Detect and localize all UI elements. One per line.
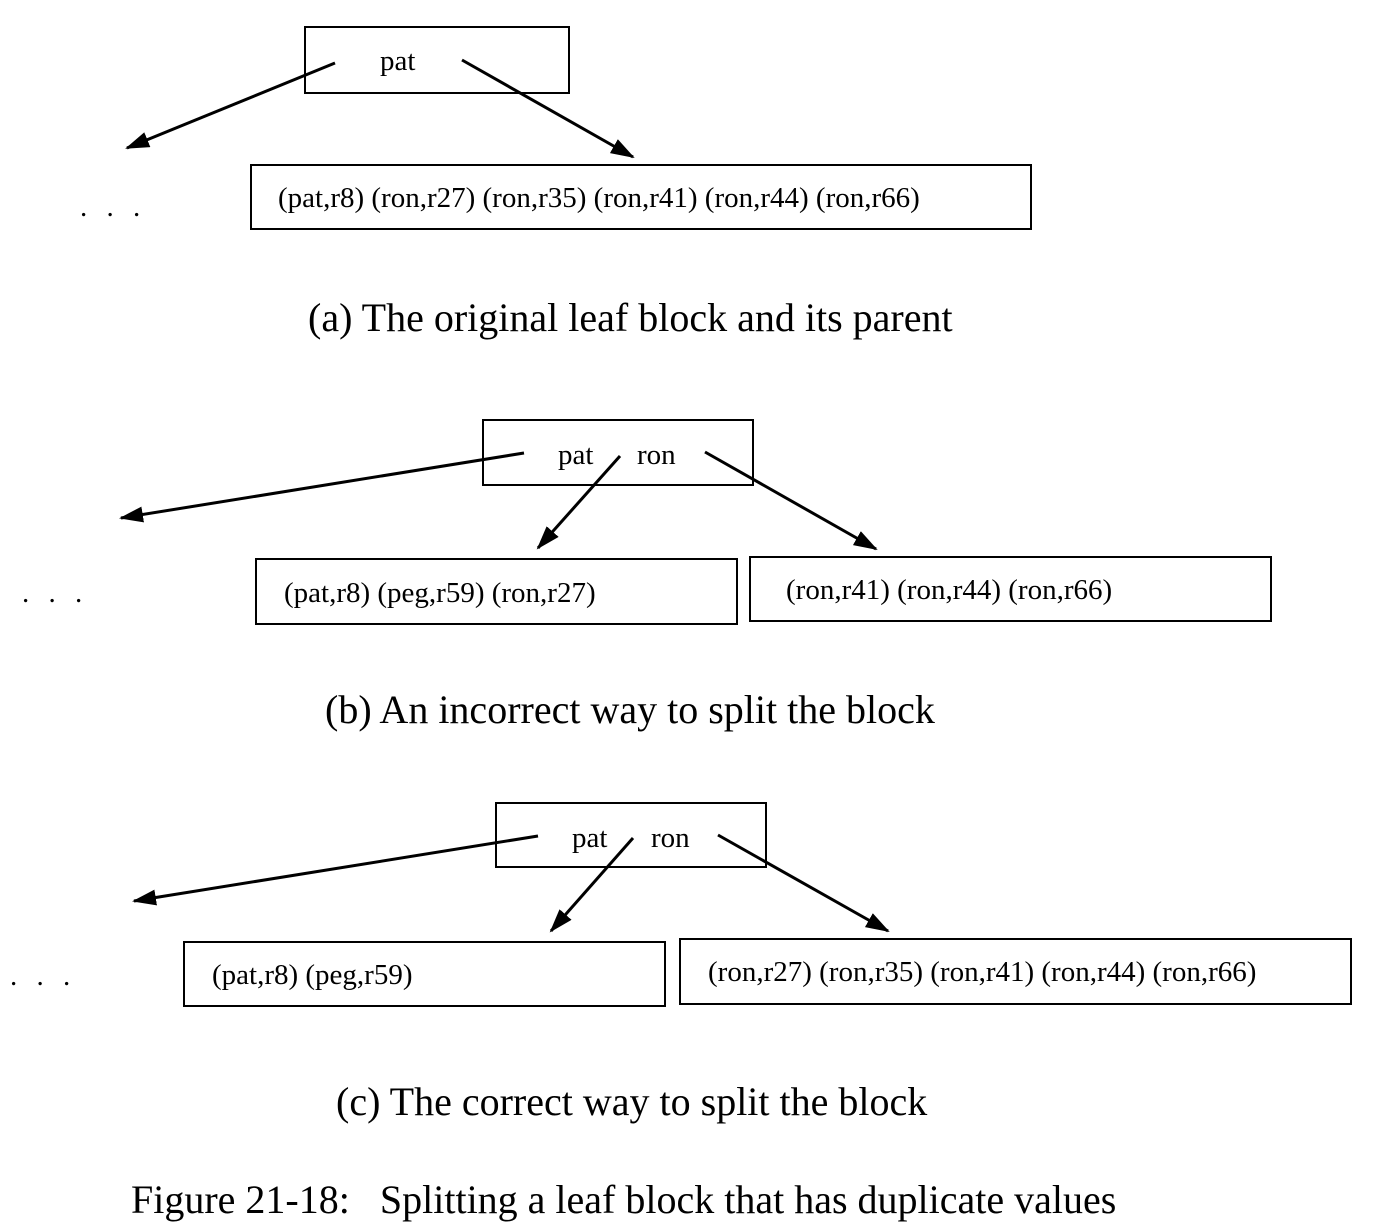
panel-c-parent-key-pat: pat (572, 822, 608, 854)
panel-c-leaf-left-entries: (pat,r8) (peg,r59) (212, 959, 413, 991)
panel-a-caption: (a) The original leaf block and its pare… (308, 295, 953, 340)
panel-c-leaf-block-left (183, 941, 666, 1007)
figure-caption: Figure 21-18: Splitting a leaf block tha… (131, 1177, 1117, 1222)
panel-c-parent-node (495, 802, 767, 868)
panel-a-ellipsis: . . . (80, 191, 147, 223)
arrow-b-left (119, 451, 525, 523)
panel-b-parent-node (482, 419, 754, 486)
arrow-c-right (717, 833, 890, 933)
panel-a-leaf-block (250, 164, 1032, 230)
panel-b-leaf-block-left (255, 558, 738, 625)
panel-c-ellipsis: . . . (10, 960, 77, 992)
panel-b-leaf-block-right (749, 556, 1272, 622)
arrow-a-left (125, 61, 336, 150)
arrow-c-middle (549, 837, 635, 933)
arrow-b-middle (536, 455, 622, 550)
panel-c-leaf-block-right (679, 938, 1352, 1005)
panel-b-leaf-right-entries: (ron,r41) (ron,r44) (ron,r66) (786, 574, 1113, 606)
arrow-a-leaf (461, 58, 635, 159)
panel-b-parent-key-ron: ron (637, 439, 676, 471)
panel-b-parent-key-pat: pat (558, 439, 594, 471)
arrow-c-left (132, 834, 539, 906)
panel-c-caption: (c) The correct way to split the block (336, 1079, 928, 1124)
panel-a-parent-key-pat: pat (380, 45, 416, 77)
panel-b-ellipsis: . . . (22, 577, 89, 609)
panel-c-parent-key-ron: ron (651, 822, 690, 854)
panel-b-caption: (b) An incorrect way to split the block (325, 687, 935, 732)
panel-b-leaf-left-entries: (pat,r8) (peg,r59) (ron,r27) (284, 577, 596, 609)
arrow-b-right (704, 450, 878, 551)
panel-c-leaf-right-entries: (ron,r27) (ron,r35) (ron,r41) (ron,r44) … (708, 956, 1257, 988)
panel-a-leaf-entries: (pat,r8) (ron,r27) (ron,r35) (ron,r41) (… (278, 182, 920, 214)
panel-a-parent-node (304, 26, 570, 94)
